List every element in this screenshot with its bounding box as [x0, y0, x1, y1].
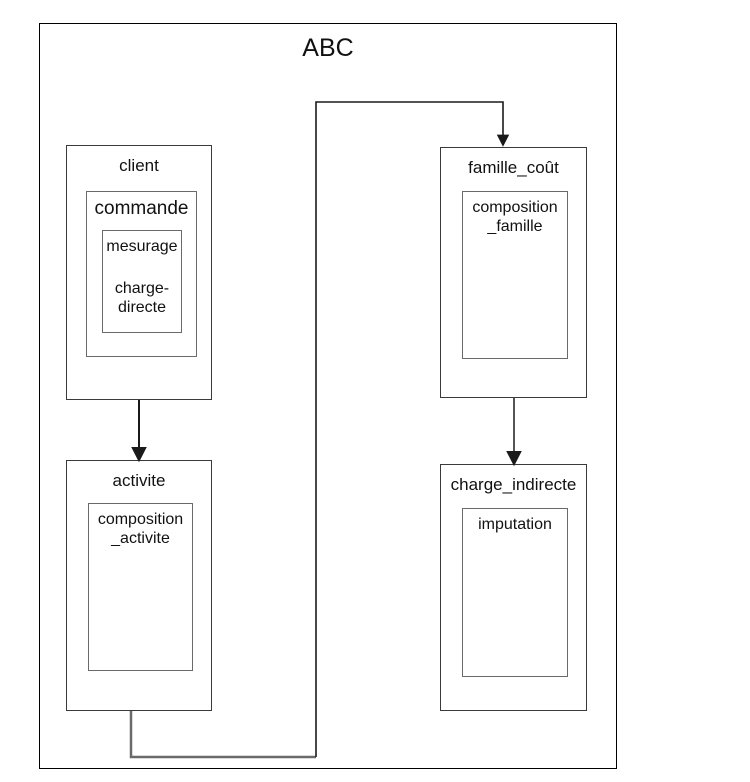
- page-title: ABC: [302, 34, 354, 62]
- composition-famille-label-line2: _famille: [487, 218, 543, 235]
- package-charge-directe-label-line1: charge-: [114, 280, 170, 297]
- composition-activite-label-line2: _activite: [111, 530, 170, 547]
- package-mesurage[interactable]: mesurage charge- directe: [102, 230, 182, 333]
- composition-famille-label-line1: composition: [472, 199, 558, 216]
- package-commande-label: commande: [94, 198, 189, 219]
- package-activite[interactable]: activite composition _activite: [66, 460, 212, 711]
- composition-activite-label-line1: composition: [97, 511, 184, 528]
- package-famille-cout-label: famille_coût: [468, 158, 559, 177]
- package-activite-label: activite: [112, 471, 166, 490]
- package-composition-activite[interactable]: composition _activite: [88, 503, 193, 671]
- package-client[interactable]: client commande mesurage charge- directe: [66, 145, 212, 400]
- package-commande[interactable]: commande mesurage charge- directe: [86, 191, 197, 357]
- package-mesurage-label: mesurage: [106, 238, 178, 255]
- package-charge-directe-label-line2: directe: [117, 299, 167, 316]
- imputation-label: imputation: [478, 516, 552, 533]
- package-imputation[interactable]: imputation: [462, 508, 568, 677]
- abc-package-frame: [39, 23, 617, 769]
- package-client-label: client: [119, 156, 159, 175]
- package-composition-famille[interactable]: composition _famille: [462, 191, 568, 359]
- package-charge-indirecte-label: charge_indirecte: [450, 475, 577, 494]
- package-charge-indirecte[interactable]: charge_indirecte imputation: [440, 464, 587, 711]
- package-famille-cout[interactable]: famille_coût composition _famille: [440, 147, 587, 398]
